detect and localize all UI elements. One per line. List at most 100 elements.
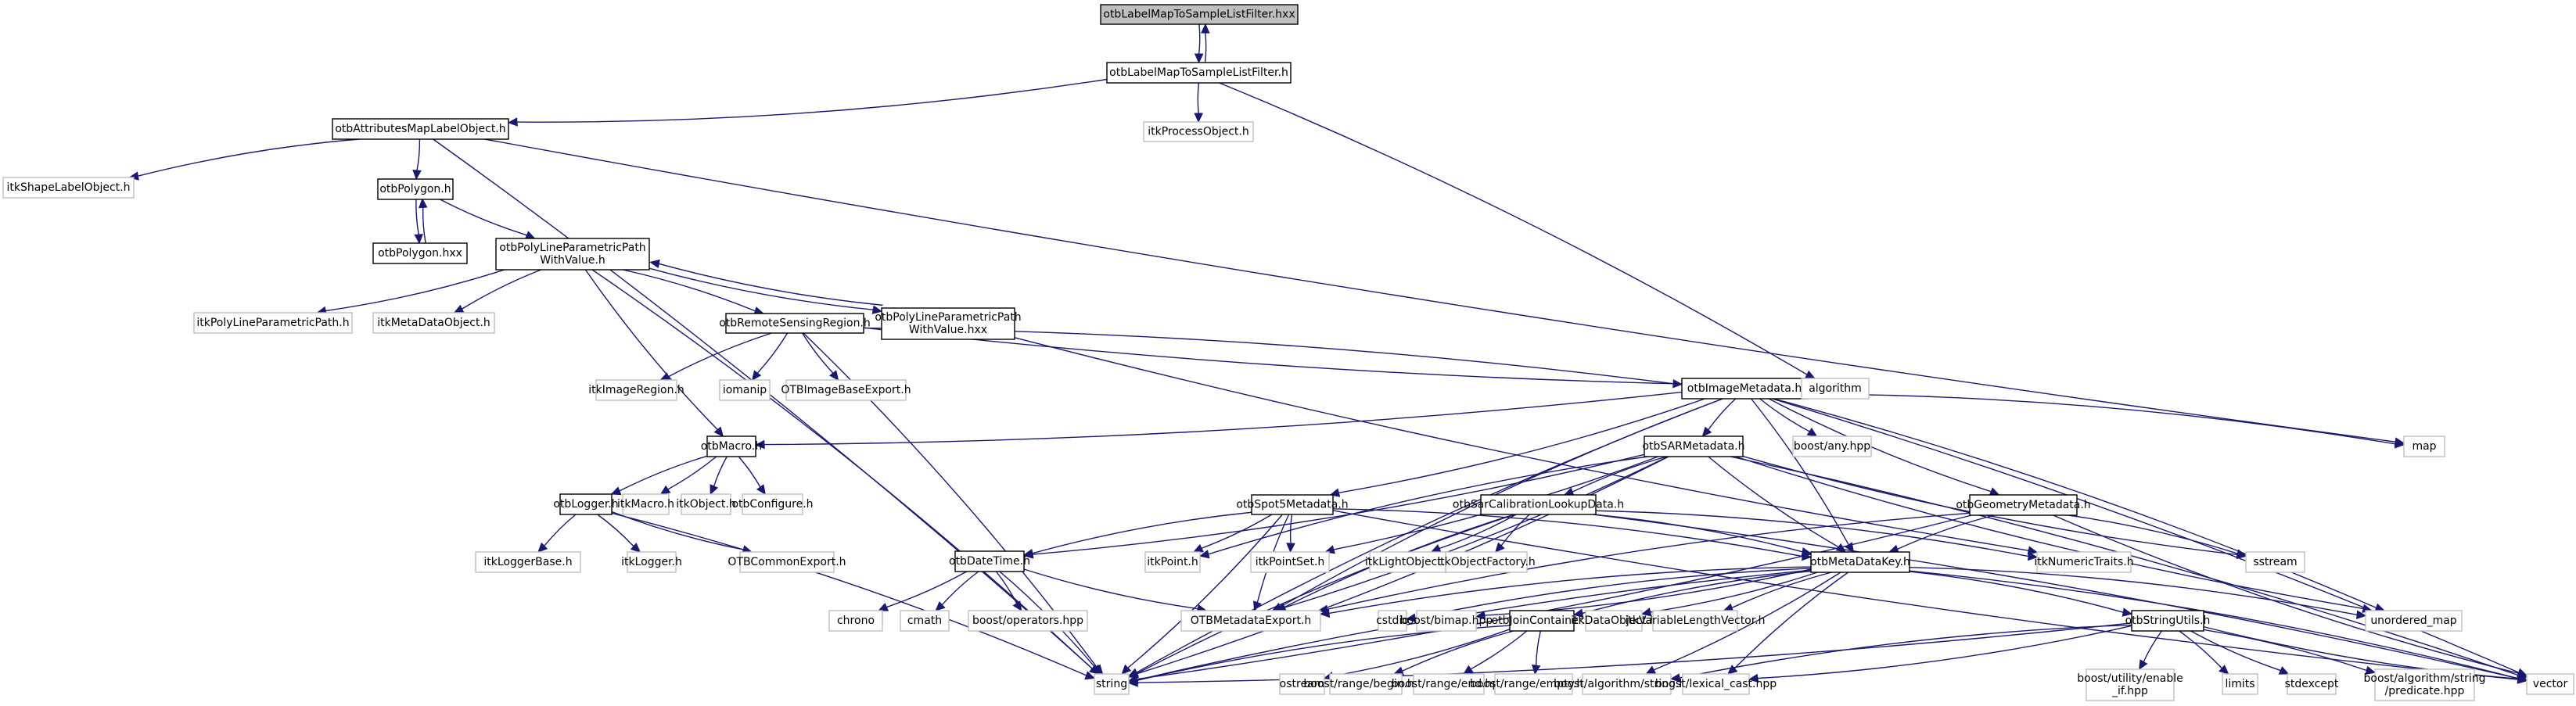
edge-otbstringutils-h-to-boost-lexical-cast-hpp bbox=[1748, 625, 2132, 683]
node-itkpolylineparametricpath-h: itkPolyLineParametricPath.h bbox=[193, 312, 353, 334]
edge-line bbox=[1127, 514, 1283, 668]
arrowhead-icon bbox=[659, 372, 671, 381]
node-otbjoincontainer-h[interactable]: otbJoinContainer.h bbox=[1492, 610, 1593, 632]
edge-otbdatetime-h-to-boost-operators-hpp bbox=[995, 571, 1022, 612]
node-itkmacro-h: itkMacro.h bbox=[617, 493, 674, 515]
node-label: itkImageRegion.h bbox=[588, 384, 684, 396]
node-itkimageregion-h: itkImageRegion.h bbox=[588, 379, 684, 401]
node-box bbox=[1250, 551, 1330, 573]
node-limits: limits bbox=[2222, 673, 2258, 695]
node-label: boost/lexical_cast.hpp bbox=[1655, 678, 1777, 690]
node-otbspot5metadata-h[interactable]: otbSpot5Metadata.h bbox=[1236, 494, 1349, 515]
node-otblabelmaptosamplelistfilter-hxx[interactable]: otbLabelMapToSampleListFilter.hxx bbox=[1100, 4, 1299, 25]
edge-otbmetadatakey-h-to-itkvariablelengthvector-h bbox=[1723, 572, 1832, 612]
node-otblogger-h[interactable]: otbLogger.h bbox=[553, 493, 619, 515]
node-label: boost/any.hpp bbox=[1794, 440, 1870, 453]
edge-line bbox=[1289, 514, 1293, 544]
node-otbimagebaseexport-h: OTBImageBaseExport.h bbox=[781, 379, 911, 401]
node-label: itkPoint.h bbox=[1147, 556, 1198, 568]
edge-line bbox=[863, 327, 1794, 387]
edge-line bbox=[1768, 398, 1992, 493]
node-box bbox=[193, 312, 353, 334]
node-otbconfigure-h: otbConfigure.h bbox=[731, 493, 814, 515]
edge-line bbox=[1284, 456, 1669, 608]
node-box bbox=[1378, 610, 1407, 632]
arrowhead-icon bbox=[419, 198, 428, 209]
node-label: otbSARMetadata.h bbox=[1642, 440, 1744, 453]
node-label: OTBCommonExport.h bbox=[728, 556, 846, 568]
node-label: otbLogger.h bbox=[553, 498, 618, 511]
edge-line bbox=[1653, 572, 1841, 671]
node-box bbox=[725, 313, 864, 334]
node-label: otbSpot5Metadata.h bbox=[1236, 499, 1348, 511]
node-box bbox=[1180, 610, 1321, 632]
node-box bbox=[332, 118, 509, 140]
arrowhead-icon bbox=[507, 117, 518, 127]
edge-line bbox=[1332, 510, 2519, 680]
edge-line bbox=[623, 269, 756, 312]
edge-line bbox=[1708, 398, 1737, 431]
node-cstdio: cstdio bbox=[1376, 610, 1409, 632]
node-box bbox=[1681, 378, 1808, 400]
edge-line bbox=[138, 138, 360, 177]
node-box bbox=[1416, 610, 1477, 632]
edge-otbpolylineparametricpath-withvalue-h-to-itkmetadataobject-h bbox=[453, 269, 541, 314]
edge-otbmetadatakey-h-to-unordered-map bbox=[1909, 566, 2367, 620]
edge-line bbox=[1198, 23, 1201, 55]
node-box bbox=[2245, 551, 2305, 573]
node-boost-utility-enable-if-hpp: boost/utility/enable_if.hpp bbox=[2077, 668, 2183, 701]
edge-line bbox=[2068, 514, 2238, 554]
arrowhead-icon bbox=[1405, 613, 1417, 623]
node-otbmacro-h[interactable]: otbMacro.h bbox=[701, 435, 762, 457]
arrowhead-icon bbox=[1748, 673, 1759, 683]
arrowhead-icon bbox=[2395, 439, 2405, 449]
edge-line bbox=[1759, 398, 1810, 432]
node-box bbox=[1582, 673, 1672, 695]
edge-line bbox=[1734, 572, 1849, 669]
edge-line bbox=[1219, 82, 1808, 375]
node-label: otbImageMetadata.h bbox=[1687, 382, 1802, 395]
node-box bbox=[2287, 673, 2337, 695]
arrowhead-icon bbox=[1806, 427, 1818, 437]
edge-otblabelmaptosamplelistfilter-hxx-to-otblabelmaptosamplelistfilter-h bbox=[1194, 23, 1204, 64]
edge-line bbox=[325, 269, 505, 312]
node-box bbox=[1969, 494, 2078, 516]
node-box bbox=[1413, 673, 1485, 695]
node-otbdatetime-h[interactable]: otbDateTime.h bbox=[949, 550, 1030, 572]
node-label: boost/operators.hpp bbox=[972, 615, 1083, 627]
node-cmath: cmath bbox=[900, 610, 950, 632]
edge-line bbox=[1731, 572, 1832, 608]
node-itkmetadataobject-h: itkMetaDataObject.h bbox=[372, 312, 495, 334]
arrowhead-icon bbox=[1989, 487, 2000, 496]
node-box bbox=[1480, 494, 1597, 515]
node-otbimagemetadata-h[interactable]: otbImageMetadata.h bbox=[1681, 378, 1808, 400]
node-otbattributesmaplabelobject-h[interactable]: otbAttributesMapLabelObject.h bbox=[332, 118, 509, 140]
node-otbstringutils-h[interactable]: otbStringUtils.h bbox=[2125, 610, 2211, 632]
edge-line bbox=[516, 78, 1108, 123]
node-label: itkObjectFactory.h bbox=[1437, 556, 1536, 568]
node-otbpolygon-hxx[interactable]: otbPolygon.hxx bbox=[372, 242, 468, 264]
node-box bbox=[2, 177, 135, 199]
arrowhead-icon bbox=[412, 170, 422, 181]
node-otbremotesensingregion-h[interactable]: otbRemoteSensingRegion.h bbox=[719, 313, 871, 334]
node-otbpolygon-h[interactable]: otbPolygon.h bbox=[377, 178, 454, 200]
node-otbsarcalibrationlookupdata-h[interactable]: otbSarCalibrationLookupData.h bbox=[1453, 494, 1624, 515]
edge-otbspot5metadata-h-to-string bbox=[1121, 514, 1283, 675]
edge-line bbox=[462, 269, 541, 310]
node-string: string bbox=[1094, 673, 1130, 695]
edge-otbstringutils-h-to-vector bbox=[2203, 625, 2528, 683]
node-box bbox=[595, 379, 677, 401]
node-otblabelmaptosamplelistfilter-h[interactable]: otbLabelMapToSampleListFilter.h bbox=[1106, 62, 1292, 84]
node-itklightobject-h: itkLightObject.h bbox=[1365, 551, 1452, 573]
arrowhead-icon bbox=[1319, 608, 1331, 618]
node-otbgeometrymetadata-h[interactable]: otbGeometryMetadata.h bbox=[1956, 494, 2091, 516]
node-otbsarmetadata-h[interactable]: otbSARMetadata.h bbox=[1642, 435, 1745, 457]
arrowhead-icon bbox=[537, 542, 548, 553]
node-otbmetadatakey-h[interactable]: otbMetaDataKey.h bbox=[1810, 551, 1910, 573]
edge-line bbox=[1909, 566, 2358, 616]
edge-line bbox=[886, 571, 968, 608]
edge-otbpolylineparametricpath-withvalue-hxx-to-otbpolylineparametricpath-withvalue-h bbox=[649, 259, 883, 306]
node-label: otbMacro.h bbox=[701, 440, 762, 453]
